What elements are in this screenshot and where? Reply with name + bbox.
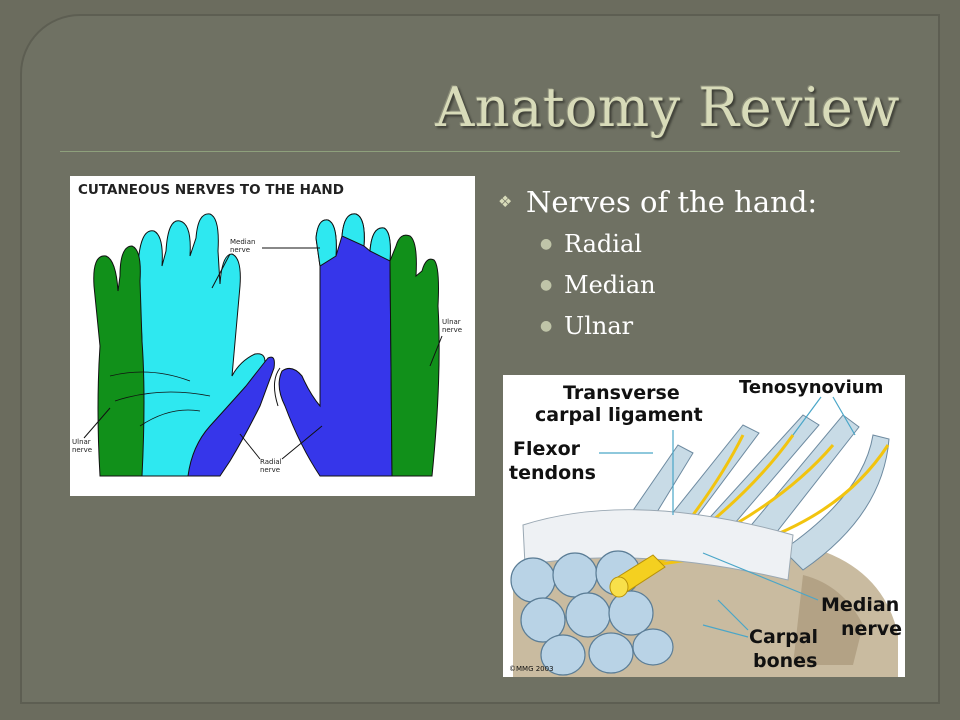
left-hand-ulnar-area (93, 245, 145, 477)
label-bones: bones (753, 650, 817, 672)
sub-bullet-radial: ● Radial (498, 224, 918, 265)
bullet-marker-icon: ❖ (498, 192, 513, 211)
copyright-text: ©MMG 2003 (509, 665, 554, 673)
right-hand-ulnar-area (389, 234, 440, 477)
svg-text:nerve: nerve (230, 246, 250, 254)
svg-text:Median: Median (230, 238, 255, 246)
label-carpal: Carpal (749, 626, 818, 648)
label-flexor: Flexor (513, 438, 581, 460)
label-tenosynovium: Tenosynovium (739, 377, 883, 398)
svg-text:Ulnar: Ulnar (442, 318, 461, 326)
label-median: Median (821, 594, 899, 616)
label-nerve: nerve (841, 618, 902, 640)
left-hand-radial-area (187, 356, 275, 477)
bullet-dot-icon: ● (540, 277, 553, 293)
label-ulnar-nerve-right: Ulnar nerve (429, 318, 462, 367)
bullet-list: ❖ Nerves of the hand: ● Radial ● Median … (498, 180, 918, 347)
hands-nerve-diagram: CUTANEOUS NERVES TO THE HAND (70, 176, 475, 496)
svg-text:Radial: Radial (260, 458, 282, 466)
bullet-dot-icon: ● (540, 236, 553, 252)
label-transverse: Transverse (563, 382, 680, 404)
svg-text:nerve: nerve (260, 466, 280, 474)
sub-bullet-median: ● Median (498, 265, 918, 306)
bullet-dot-icon: ● (540, 318, 553, 334)
hands-figure-heading: CUTANEOUS NERVES TO THE HAND (78, 182, 344, 198)
bullet-main: ❖ Nerves of the hand: (498, 180, 918, 224)
label-tendons: tendons (509, 462, 596, 484)
label-radial-nerve: Radial nerve (239, 425, 323, 474)
left-hand (93, 213, 275, 477)
title-divider (60, 151, 900, 152)
carpal-tunnel-diagram: Transverse carpal ligament Tenosynovium … (503, 375, 905, 677)
svg-text:nerve: nerve (72, 446, 92, 454)
right-hand (274, 213, 440, 477)
svg-text:nerve: nerve (442, 326, 462, 334)
label-ulnar-nerve-left: Ulnar nerve (72, 407, 111, 454)
svg-text:Ulnar: Ulnar (72, 438, 91, 446)
label-median-nerve: Median nerve (211, 238, 320, 289)
slide-title: Anatomy Review (435, 76, 900, 139)
sub-bullet-ulnar: ● Ulnar (498, 306, 918, 347)
label-carpal-ligament: carpal ligament (535, 404, 703, 426)
